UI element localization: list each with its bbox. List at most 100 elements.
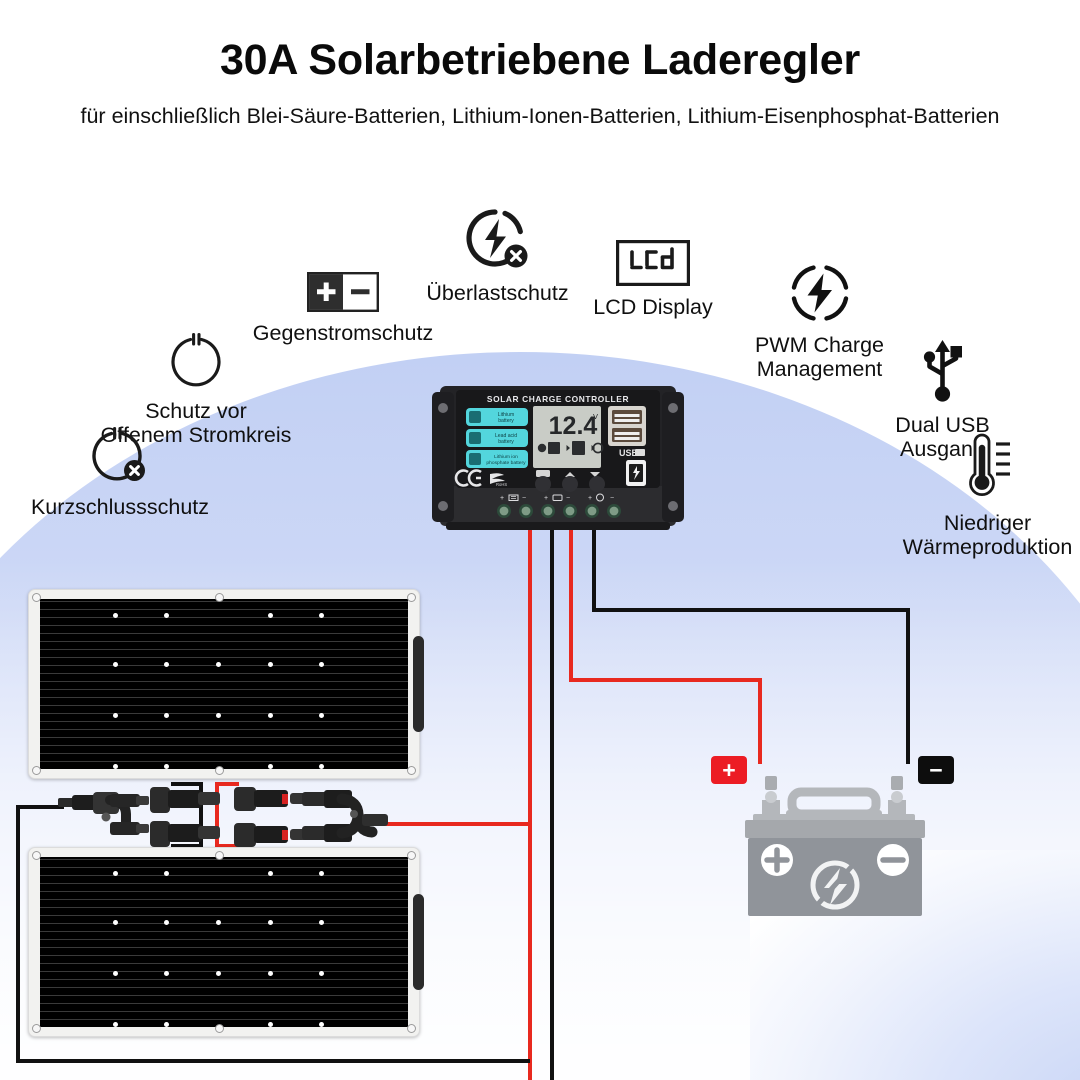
wire-panel-to-controller-v [528, 822, 532, 828]
mc4-y-connector-4 [302, 788, 394, 850]
cell-dot [319, 920, 324, 925]
wire-battery-negative-v2 [906, 608, 910, 764]
wire-battery-negative-v1 [592, 530, 596, 610]
feature-label: Dual USB Ausgang [895, 413, 990, 462]
svg-text:−: − [566, 495, 570, 502]
cell-dot [319, 764, 324, 769]
solar-charge-controller: SOLAR CHARGE CONTROLLER Lithium battery … [432, 386, 684, 538]
feature-label: PWM Charge Management [754, 333, 885, 382]
panel-grommet [215, 1024, 224, 1033]
cell-dot [113, 1022, 118, 1027]
battery-type-buttons: Lithium battery Lead acid battery Lithiu… [466, 408, 528, 468]
svg-text:+: + [588, 495, 592, 502]
feature-label: Überlastschutz [426, 281, 569, 305]
cell-dot [113, 662, 118, 667]
lcd-display-icon [558, 240, 748, 291]
svg-text:Lithium: Lithium [498, 412, 514, 418]
usb-icon [855, 338, 1030, 409]
cell-dot [319, 1022, 324, 1027]
feature-label: Kurzschlussschutz [30, 495, 210, 519]
svg-text:battery: battery [498, 418, 514, 424]
panel-grommet [215, 766, 224, 775]
terminal-screws [497, 504, 621, 518]
panel-grommet [32, 1024, 41, 1033]
solar-panel-lower [28, 847, 424, 1037]
mc4-connector-pair-2 [148, 785, 228, 851]
svg-text:RoHS: RoHS [496, 482, 507, 487]
usb-label: USB [619, 448, 639, 458]
svg-text:−: − [610, 495, 614, 502]
cell-dot [113, 920, 118, 925]
cell-dot [164, 920, 169, 925]
panel-grommet [407, 851, 416, 860]
cell-dot [113, 871, 118, 876]
page-subtitle: für einschließlich Blei-Säure-Batterien,… [80, 104, 1000, 128]
panel-grommet [407, 766, 416, 775]
mc4-y-connector-1 [58, 790, 150, 848]
cell-dot [164, 764, 169, 769]
feature-lcd-display: LCD Display [558, 240, 748, 319]
feature-label: LCD Display [593, 295, 713, 319]
cell-dot [268, 764, 273, 769]
cell-dot [268, 662, 273, 667]
wire-battery-positive-h [569, 678, 762, 682]
svg-text:+: + [500, 495, 504, 502]
cell-dot [319, 713, 324, 718]
cell-dot [113, 713, 118, 718]
cell-dot [319, 613, 324, 618]
cell-dot [319, 971, 324, 976]
svg-text:−: − [522, 495, 526, 502]
wire-battery-positive-v1 [569, 530, 573, 682]
svg-text:battery: battery [498, 439, 514, 445]
cell-dot [164, 1022, 169, 1027]
cell-dot [113, 613, 118, 618]
lead-acid-battery [740, 770, 930, 930]
cell-dot [164, 613, 169, 618]
overload-protection-icon [395, 208, 600, 277]
panel-mount-tab [413, 894, 424, 990]
panel-mount-tab [413, 636, 424, 732]
cell-dot [268, 613, 273, 618]
battery-positive-badge: + [711, 756, 747, 784]
feature-label: Niedriger Wärmeproduktion [902, 511, 1073, 560]
svg-text:phosphate battery: phosphate battery [486, 460, 526, 466]
cell-dot [216, 713, 221, 718]
reverse-current-icon [218, 272, 468, 317]
wire-panel-to-controller-h [370, 822, 532, 826]
panel-grommet [407, 1024, 416, 1033]
panel-cells [40, 599, 408, 769]
wire-solar-negative [550, 530, 554, 1080]
thermometer-icon [895, 430, 1080, 507]
cell-dot [164, 871, 169, 876]
wire-solar-positive [528, 530, 532, 1080]
terminal-labels: + − + − + − [500, 493, 614, 502]
panel-grommet [32, 593, 41, 602]
wire-battery-negative-h [592, 608, 910, 612]
svg-text:Lead acid: Lead acid [495, 433, 517, 439]
battery-negative-badge: − [918, 756, 954, 784]
feature-reverse-current-protection: Gegenstromschutz [218, 272, 468, 345]
cell-dot [319, 871, 324, 876]
certification-marks: RoHS [454, 469, 507, 487]
panel-grommet [215, 593, 224, 602]
wire-panel-loop-top [16, 805, 64, 809]
lcd-flow-icons [537, 441, 604, 455]
cell-dot [216, 920, 221, 925]
cell-dot [268, 1022, 273, 1027]
short-circuit-icon [0, 424, 240, 491]
cell-dot [268, 920, 273, 925]
cell-dot [113, 764, 118, 769]
cell-dot [268, 871, 273, 876]
feature-low-heat-production: Niedriger Wärmeproduktion [895, 430, 1080, 560]
cell-dot [164, 662, 169, 667]
cell-dot [216, 971, 221, 976]
controller-brand-text: SOLAR CHARGE CONTROLLER [487, 394, 629, 404]
wire-battery-positive-v2 [758, 678, 762, 764]
svg-text:+: + [544, 495, 548, 502]
panel-grommet [407, 593, 416, 602]
cell-dot [164, 971, 169, 976]
wire-panel-loop-left [16, 805, 20, 1063]
panel-grommet [215, 851, 224, 860]
solar-panel-upper [28, 589, 424, 779]
